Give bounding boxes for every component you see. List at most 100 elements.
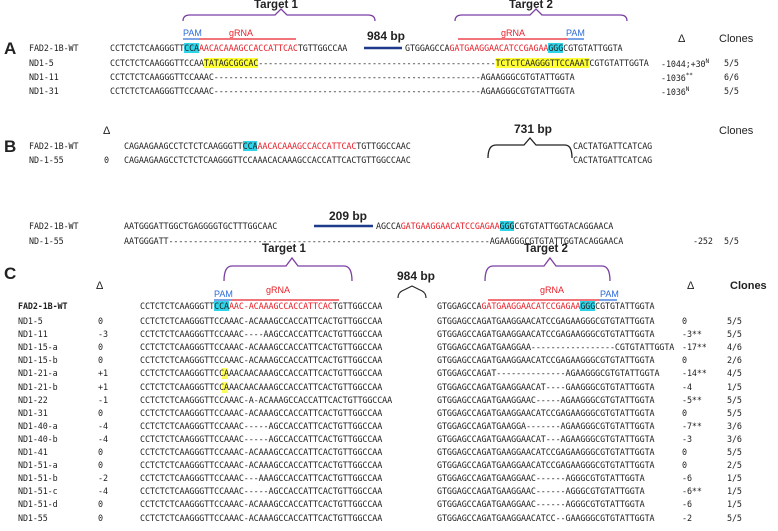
seq-segment: CCTCTCTCAAGGGTT: [110, 43, 185, 53]
grna-segment: AACACAAAGCCACCATTCAC: [198, 43, 298, 53]
clone-count: 1/5: [727, 499, 742, 510]
sequence-row-right: GTGGAGCCAGATGAAGGAACAT----GAAGGGCGTGTATT…: [437, 381, 655, 392]
sequence-row: CCTCTCTCAAGGGTTCCAAAC-----AGCCACCATTCACT…: [140, 486, 383, 497]
delta-value: -2: [682, 512, 692, 523]
sample-name: ND1-11: [18, 329, 48, 340]
sample-name: ND1-51-b: [18, 473, 58, 484]
delta-value: +1: [98, 368, 108, 379]
sequence-row: CCTCTCTCAAGGGTTCCAAAC-A-ACAAAGCCACCATTCA…: [140, 394, 393, 405]
sequence-row: CCTCTCTCAAGGGTTCCAAAC-ACAAAGCCACCATTCACT…: [140, 447, 383, 457]
delta-value: 0: [682, 355, 687, 366]
sequence-row: AATGGGATTGGCTGAGGGGTGCTTTGGCAAC: [124, 221, 278, 231]
sequence-row-right: GTGGAGCCAGATGAAGGA-------AGAAGGGCGTGTATT…: [437, 420, 655, 431]
delta-value: -1036N: [661, 86, 690, 97]
sample-name: ND1-40-b: [18, 433, 58, 444]
clone-count: 2/5: [727, 460, 742, 471]
gap-bracket-c: [397, 285, 427, 299]
target2-bracket-c: [484, 256, 611, 282]
sample-name: FAD2-1B-WT: [29, 141, 79, 151]
clone-count: 4/6: [727, 342, 742, 353]
gap-label-a: 984 bp: [367, 29, 406, 43]
sequence-row: CCTCTCTCAAGGGTTCCAAAC-------------------…: [110, 86, 575, 96]
panel-b-letter: B: [4, 137, 17, 156]
delta-header-a: Δ: [678, 33, 686, 45]
delta-value: 0: [98, 316, 103, 326]
clones-header-a: Clones: [719, 33, 754, 45]
sequence-row-right: GTGGAGCCAGAT--------------AGAAGGGCGTGTAT…: [437, 368, 660, 379]
pam2-label-a: PAM: [566, 28, 585, 38]
sequence-row: CAGAAGAAGCCTCTCTCAAGGGTTCCAAACACAAAGCCAC…: [124, 155, 411, 165]
sequence-row-right: GTGGAGCCAGATGAAGGAACATCCGAGAAGGGCGTGTATT…: [437, 460, 655, 471]
grna1-label-c: gRNA: [266, 285, 291, 295]
clone-count: 5/5: [727, 329, 742, 340]
delta-value: -6: [682, 473, 692, 484]
sequence-row-right: GTGGAGCCAGATGAAGGAACATCCGAGAAGGGCGTGTATT…: [405, 43, 623, 53]
sequence-row-right: GTGGAGCCAGATGAAGGAACATCCGAGAAGGGCGTGTATT…: [437, 355, 655, 366]
sample-name: ND1-51-d: [18, 499, 58, 510]
sample-name: ND1-5: [29, 58, 54, 68]
sequence-row: CCTCTCTCAAGGGTTCCAAACAACAAAGCCACCATTCACT…: [140, 381, 383, 392]
sample-name: FAD2-1B-WT: [29, 43, 79, 53]
sequence-row-right: GTGGAGCCAGATGAAGGAACATCCGAGAAGGGCGTGTATT…: [437, 407, 655, 418]
delta-value: -4: [682, 381, 692, 392]
delta-value: +1: [98, 381, 108, 392]
grna2-label-a: gRNA: [501, 28, 526, 38]
delta-value: -7**: [682, 420, 702, 431]
target2-label-a: Target 2: [509, 0, 553, 11]
grna-segment: AAC-ACAAAGCCACCATTCAC: [228, 301, 333, 311]
sequence-row: AATGGGATT-------------------------------…: [124, 236, 624, 246]
target1-label-a: Target 1: [254, 0, 298, 11]
sequence-row-right: GTGGAGCCAGATGAAGGAACATCC--GAAGGGCGTGTATT…: [437, 512, 655, 523]
delta-header-b: Δ: [103, 125, 111, 137]
sequence-row: CCTCTCTCAAGGGTTCCAATATAGCGGCAC----------…: [110, 58, 649, 68]
sequence-row: CCTCTCTCAAGGGTTCCAAAC-ACAAAGCCACCATTCACT…: [140, 512, 383, 523]
pam-highlight: CCA: [214, 301, 229, 311]
delta-value: -2: [98, 473, 108, 484]
sample-name: FAD2-1B-WT: [29, 221, 79, 231]
pam1-label-a: PAM: [183, 28, 202, 38]
sequence-row-right: AGCCAGATGAAGGAACATCCGAGAAGGGCGTGTATTGGTA…: [376, 221, 614, 231]
delta-value: 0: [98, 512, 103, 523]
delta-value: -1: [98, 394, 108, 405]
delta-value: -17**: [682, 342, 707, 353]
grna1-label-a: gRNA: [229, 28, 254, 38]
pam-highlight: GGG: [548, 43, 564, 53]
sample-name: FAD2-1B-WT: [18, 301, 68, 311]
pam1-label-c: PAM: [214, 289, 233, 299]
clone-count: 4/5: [727, 368, 742, 379]
clone-count: 5/5: [727, 447, 742, 457]
grna-segment: GATGAAGGAACATCCGAGAA: [400, 221, 500, 231]
sample-name: ND1-21-a: [18, 368, 58, 379]
sequence-row-right: GTGGAGCCAGATGAAGGAACAT---AGAAGGGCGTGTATT…: [437, 433, 655, 444]
clones-header-c: Clones: [730, 280, 767, 292]
delta-value: 0: [682, 447, 687, 457]
gap-label-c: 984 bp: [397, 269, 436, 283]
sample-name: ND1-15-a: [18, 342, 58, 353]
gap731-bracket: [487, 137, 573, 159]
insertion-highlight: TATAGCGGCAC: [203, 58, 259, 68]
sequence-row: CCTCTCTCAAGGGTTCCAAAC-ACAAAGCCACCATTCACT…: [140, 407, 383, 418]
sample-name: ND1-21-b: [18, 381, 58, 392]
clone-count: 5/5: [727, 407, 742, 418]
sample-name: ND1-40-a: [18, 420, 58, 431]
sequence-row-right: GTGGAGCCAGATGAAGGAAC------AGGGCGTGTATTGG…: [437, 473, 645, 484]
sample-name: ND1-11: [29, 72, 59, 82]
sample-name: ND1-55: [18, 512, 48, 523]
sample-name: ND1-22: [18, 394, 48, 405]
delta-value: -3: [98, 329, 108, 340]
panel-c-letter: C: [4, 264, 17, 283]
target2-bracket-a: [454, 8, 628, 22]
delta-value: -1036**: [661, 72, 693, 83]
sequence-row-right: GTGGAGCCAGATGAAGGAACATCCGAGAAGGGCGTGTATT…: [437, 316, 655, 326]
clone-count: 1/5: [727, 486, 742, 497]
delta-value: 0: [682, 460, 687, 471]
sample-name: ND1-31: [29, 86, 59, 96]
delta-value: -14**: [682, 368, 707, 379]
panel-a-letter: A: [4, 39, 17, 58]
sequence-row-right: GTGGAGCCAGATGAAGGAACATCCGAGAAGGGCGTGTATT…: [437, 447, 655, 457]
insertion-highlight: TCTCTCAAGGGTTCCAAAT: [495, 58, 590, 68]
sequence-row-right: GTGGAGCCAGATGAAGGAACATCCGAGAAGGGCGTGTATT…: [437, 329, 655, 340]
gap209-label: 209 bp: [329, 209, 368, 223]
clone-count: 5/5: [727, 316, 742, 326]
